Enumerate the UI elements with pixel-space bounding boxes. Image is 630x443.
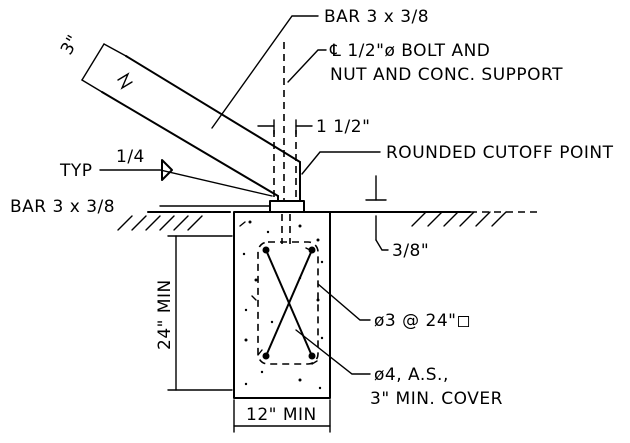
bar-top-label: BAR 3 x 3/8 — [324, 7, 429, 27]
weld-size-label: 1/4 — [116, 147, 145, 167]
ground-line — [117, 211, 538, 231]
base-plate — [269, 200, 305, 213]
leader-lines — [99, 15, 389, 375]
rebar-cross — [262, 246, 316, 360]
typ-label: TYP — [59, 161, 93, 181]
inclined-bar — [81, 43, 301, 201]
bolt-label-line2: NUT AND CONC. SUPPORT — [330, 65, 563, 85]
bolt-dimension-label: 1 1/2" — [316, 117, 370, 137]
cutoff-label: ROUNDED CUTOFF POINT — [386, 143, 614, 163]
rebar-label-line1: ø4, A.S., — [374, 365, 449, 385]
bolt — [273, 42, 297, 244]
bar-left-label: BAR 3 x 3/8 — [10, 197, 115, 217]
bolt-label-line1: ℄ 1/2"ø BOLT AND — [329, 41, 490, 61]
depth-dimension — [167, 235, 233, 391]
rebar-label-line2: 3" MIN. COVER — [370, 389, 503, 409]
min-width-label: 12" MIN — [246, 405, 317, 425]
min-depth-label: 24" MIN — [155, 279, 175, 350]
width-dimension — [233, 399, 331, 433]
stirrup-tie — [257, 241, 319, 365]
bar-width-label: 3" — [57, 31, 84, 58]
depth-3-8-label: 3/8" — [392, 241, 429, 261]
stirrup-label: ø3 @ 24"◻ — [374, 311, 471, 331]
